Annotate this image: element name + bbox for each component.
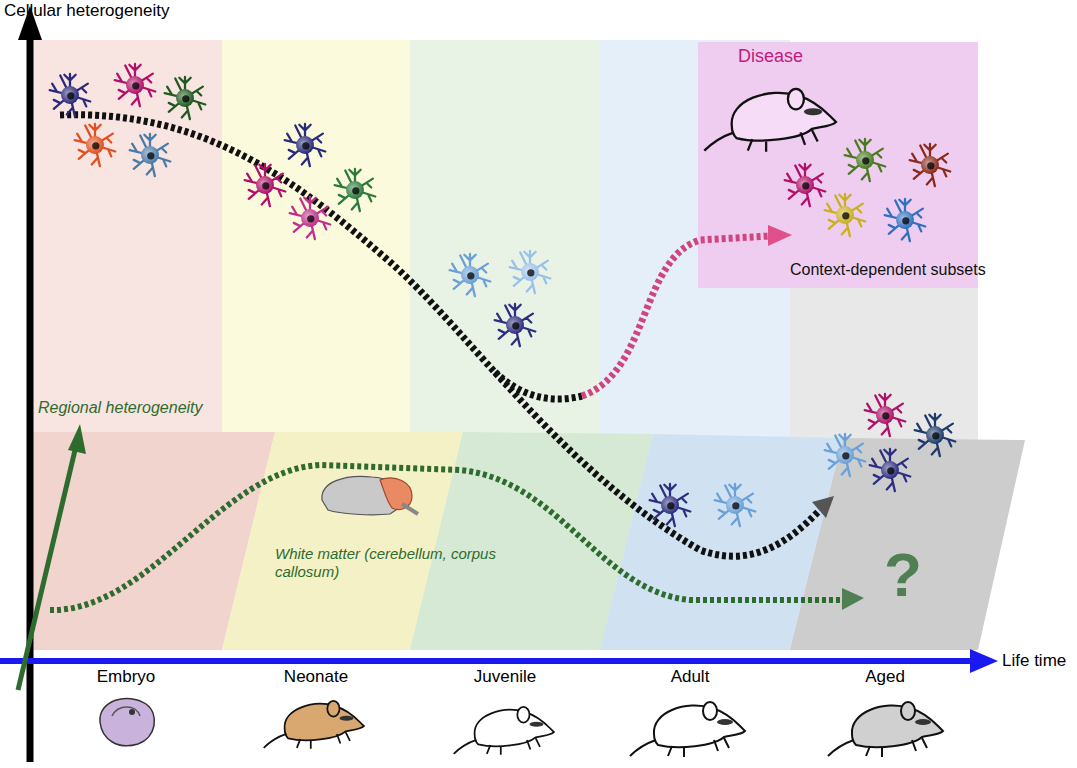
- cellular-curve: [60, 115, 822, 556]
- juvenile-mouse-icon: [454, 707, 554, 755]
- microglia-cell: [845, 139, 886, 181]
- microglia-cell: [335, 169, 376, 211]
- x-axis-head: [970, 649, 998, 673]
- microglia-cell: [885, 199, 926, 241]
- microglia-cell: [245, 164, 286, 206]
- microglia-cell: [450, 254, 491, 296]
- disease-mouse-icon: [704, 89, 836, 152]
- microglia-cell: [285, 124, 326, 166]
- regional-axis: [18, 446, 76, 690]
- axis-title: Cellular heterogeneity: [4, 1, 169, 21]
- stage-label: Neonate: [256, 667, 376, 687]
- microglia-cell: [785, 164, 826, 206]
- embryo-region-band: [30, 432, 275, 650]
- stage-label: Aged: [825, 667, 945, 687]
- stage-label: Juvenile: [445, 667, 565, 687]
- juvenile-region-band: [410, 432, 653, 650]
- microglia-cell: [510, 251, 551, 293]
- microglia-cell: [650, 484, 691, 526]
- microglia-cell: [50, 74, 91, 116]
- microglia-cell: [915, 414, 956, 456]
- microglia-cell: [715, 484, 756, 526]
- microglia-cell: [825, 434, 866, 476]
- aged-mouse-icon: [828, 702, 943, 757]
- microglia-cell: [130, 134, 171, 176]
- region-note: White matter (cerebellum, corpus callosu…: [275, 545, 500, 581]
- x-axis: [0, 658, 975, 664]
- aged-band: [790, 288, 978, 650]
- disease-curve-head: [768, 225, 792, 246]
- branch-curve: [495, 372, 582, 399]
- microglia-cell: [910, 144, 951, 186]
- microglia-cell: [865, 394, 906, 436]
- disease-curve: [582, 236, 770, 396]
- disease-title: Disease: [738, 46, 803, 68]
- adult-mouse-icon: [630, 702, 745, 757]
- microglia-cell: [495, 304, 536, 346]
- stage-label: Adult: [630, 667, 750, 687]
- neonate-region-band: [222, 432, 463, 650]
- adult-region-band: [600, 434, 843, 650]
- microglia-cell: [75, 124, 116, 166]
- y-axis: [27, 36, 34, 762]
- regional-curve: [50, 465, 846, 610]
- microglia-cell: [825, 194, 866, 236]
- cellular-curve-head: [812, 496, 834, 518]
- brain-icon: [322, 476, 418, 514]
- stage-label: Embryo: [66, 667, 186, 687]
- neonate-mouse-icon: [264, 701, 364, 749]
- aged-region-band: [790, 438, 1025, 650]
- regional-curve-head: [842, 588, 864, 610]
- microglia-cell: [115, 64, 156, 106]
- axis-title: Life time: [1002, 651, 1066, 671]
- microglia-cell: [870, 449, 911, 491]
- embryo-band: [30, 40, 222, 650]
- question-mark: ?: [884, 538, 922, 612]
- regional-axis-head: [68, 424, 86, 454]
- microglia-cell: [290, 197, 331, 239]
- disease-subtitle: Context-dependent subsets: [790, 260, 986, 279]
- microglia-cell: [165, 77, 206, 119]
- embryo-icon: [100, 698, 155, 745]
- disease-box: DiseaseContext-dependent subsets: [698, 42, 978, 288]
- axis-title: Regional heterogeneity: [38, 398, 203, 417]
